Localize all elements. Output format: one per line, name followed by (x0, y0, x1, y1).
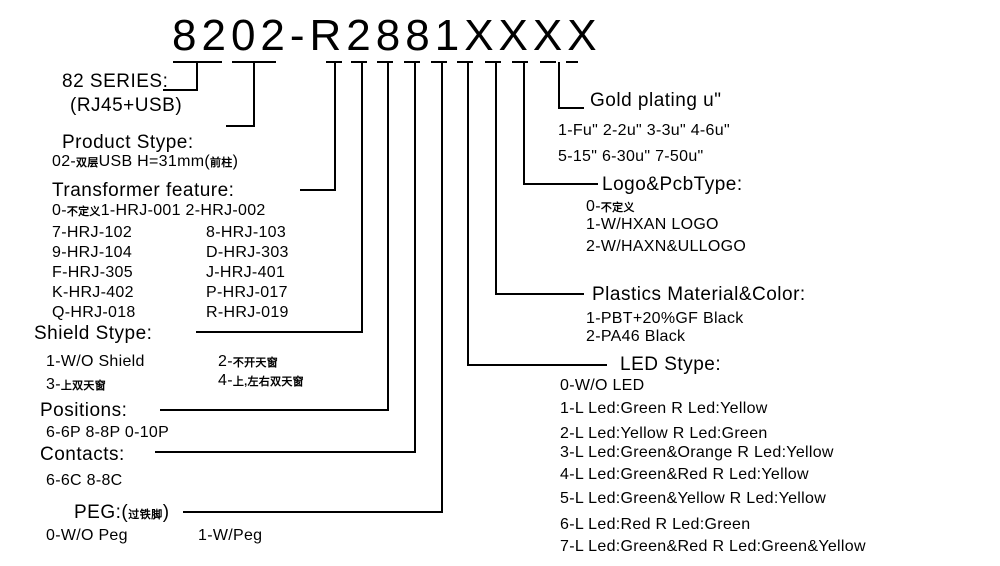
peg-option-2: 1-W/Peg (198, 527, 263, 544)
shield-option-4: 4-上,左右双天窗 (218, 372, 304, 389)
positions-options: 6-6P 8-8P 0-10P (46, 424, 170, 441)
logo-pcb-option-2: 2-W/HAXN&ULLOGO (586, 238, 747, 255)
transformer-option: 9-HRJ-104 (52, 244, 133, 261)
shield-option-1: 1-W/O Shield (46, 353, 145, 370)
plastics-option-1: 1-PBT+20%GF Black (586, 310, 744, 327)
transformer-row-0: 0-不定义1-HRJ-001 2-HRJ-002 (52, 202, 266, 219)
led-option: 2-L Led:Yellow R Led:Green (560, 425, 768, 442)
plastics-label: Plastics Material&Color: (592, 284, 806, 305)
transformer-option: K-HRJ-402 (52, 284, 134, 301)
logo-pcb-option-1: 1-W/HXAN LOGO (586, 216, 719, 233)
led-option: 6-L Led:Red R Led:Green (560, 516, 751, 533)
product-stype-label: Product Stype: (62, 132, 194, 153)
led-option: 7-L Led:Green&Red R Led:Green&Yellow (560, 538, 866, 555)
transformer-option: 8-HRJ-103 (206, 224, 287, 241)
transformer-option: Q-HRJ-018 (52, 304, 136, 321)
led-option: 3-L Led:Green&Orange R Led:Yellow (560, 444, 834, 461)
transformer-option: J-HRJ-401 (206, 264, 286, 281)
series-label: 82 SERIES: (62, 71, 169, 92)
peg-option-1: 0-W/O Peg (46, 527, 128, 544)
transformer-option: P-HRJ-017 (206, 284, 288, 301)
part-number: 8202-R2881XXXX (172, 11, 602, 60)
contacts-options: 6-6C 8-8C (46, 472, 123, 489)
led-option: 1-L Led:Green R Led:Yellow (560, 400, 768, 417)
shield-option-2: 2-不开天窗 (218, 353, 279, 370)
gold-plating-options-2: 5-15" 6-30u" 7-50u" (558, 148, 704, 165)
contacts-label: Contacts: (40, 444, 125, 465)
logo-pcb-option-0: 0-不定义 (586, 198, 635, 215)
led-stype-label: LED Stype: (620, 354, 722, 375)
transformer-option: F-HRJ-305 (52, 264, 133, 281)
transformer-option: D-HRJ-303 (206, 244, 289, 261)
led-option: 0-W/O LED (560, 377, 645, 394)
shield-stype-label: Shield Stype: (34, 323, 153, 344)
gold-plating-label: Gold plating u" (590, 90, 722, 111)
product-stype-option: 02-双层USB H=31mm(前柱) (52, 153, 239, 170)
transformer-option: R-HRJ-019 (206, 304, 289, 321)
gold-plating-options-1: 1-Fu" 2-2u" 3-3u" 4-6u" (558, 122, 730, 139)
transformer-option: 7-HRJ-102 (52, 224, 133, 241)
plastics-option-2: 2-PA46 Black (586, 328, 686, 345)
led-option: 5-L Led:Green&Yellow R Led:Yellow (560, 490, 827, 507)
shield-option-3: 3-上双天窗 (46, 376, 107, 393)
transformer-feature-label: Transformer feature: (52, 180, 235, 201)
led-option: 4-L Led:Green&Red R Led:Yellow (560, 466, 809, 483)
positions-label: Positions: (40, 400, 128, 421)
series-detail: (RJ45+USB) (70, 95, 183, 116)
peg-label: PEG:(过铁脚) (74, 502, 170, 523)
logo-pcb-label: Logo&PcbType: (602, 174, 743, 195)
